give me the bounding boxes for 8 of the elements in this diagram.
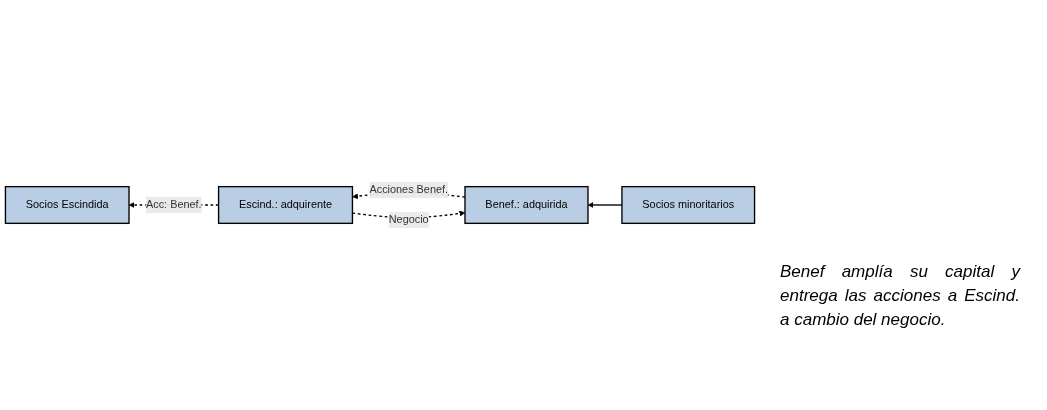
edge-label: Negocio bbox=[388, 213, 429, 226]
node-box: Escind.: adquirente bbox=[217, 185, 354, 225]
node-box: Socios Escindida bbox=[4, 185, 130, 225]
node-box: Benef.: adquirida bbox=[464, 185, 589, 225]
node-box: Socios minoritarios bbox=[621, 185, 756, 225]
edge-label: Acc: Benef. bbox=[145, 198, 202, 211]
edge-label: Acciones Benef. bbox=[369, 183, 449, 196]
note-text: Benef amplía su capital y entrega las acciones a Escind. a cambio del negocio. bbox=[780, 261, 1020, 331]
